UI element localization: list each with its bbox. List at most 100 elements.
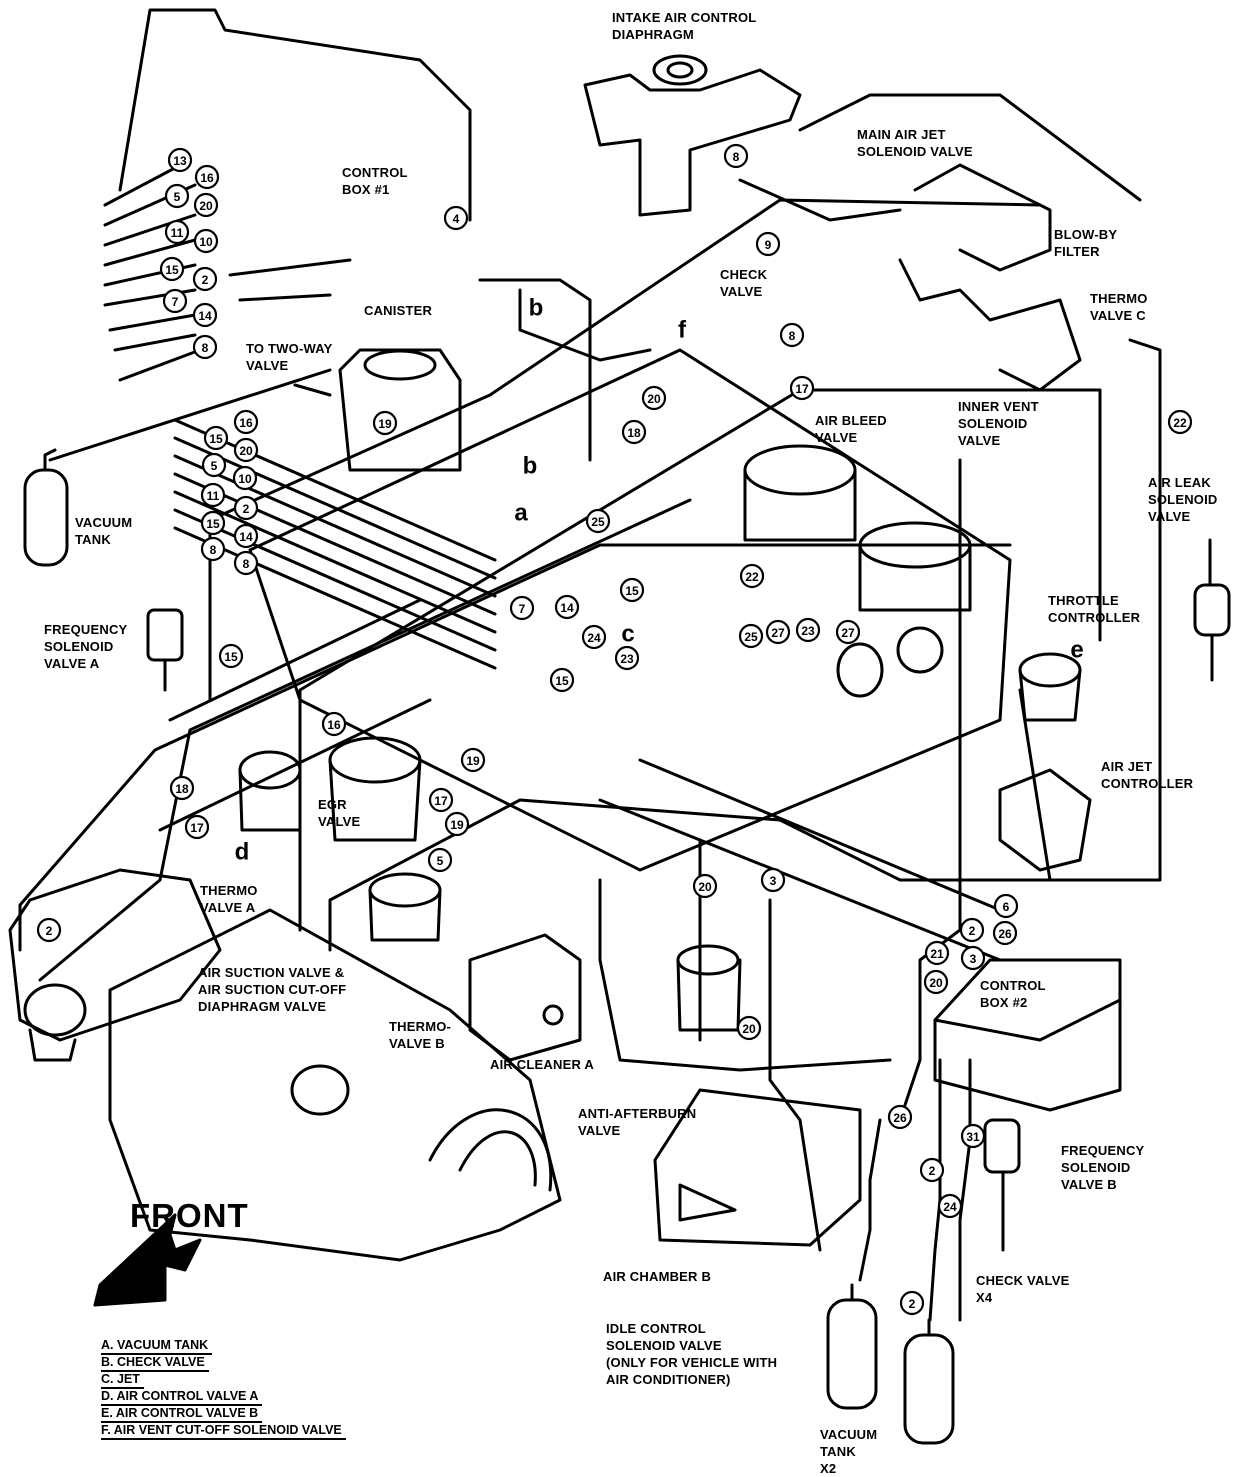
callout-number: 4	[453, 212, 460, 226]
callout-marker: 15	[549, 667, 575, 693]
callout-number: 26	[893, 1111, 907, 1125]
callout-marker: 15	[200, 510, 226, 536]
callout-marker: 8	[233, 550, 259, 576]
legend-item: F. AIR VENT CUT-OFF SOLENOID VALVE	[101, 1422, 346, 1440]
callout-number: 16	[200, 171, 214, 185]
callout-marker: 17	[789, 375, 815, 401]
vacuum-tank-label: VACUUM TANK	[75, 515, 133, 547]
callout-number: 20	[742, 1022, 756, 1036]
callout-marker: 3	[760, 867, 786, 893]
callout-marker: 8	[192, 334, 218, 360]
callout-marker: 2	[192, 266, 218, 292]
callout-marker: 18	[169, 775, 195, 801]
callout-marker: 5	[427, 847, 453, 873]
callout-marker: 11	[164, 219, 190, 245]
callout-marker: 19	[372, 410, 398, 436]
callout-marker: 20	[736, 1015, 762, 1041]
inner-vent-solenoid-valve-label: INNER VENT SOLENOID VALVE	[958, 399, 1039, 448]
callout-number: 15	[209, 432, 223, 446]
callout-number: 20	[239, 444, 253, 458]
callout-marker: 5	[201, 452, 227, 478]
check-valve-top-label: CHECK VALVE	[720, 267, 768, 299]
callout-number: 2	[909, 1297, 916, 1311]
callout-marker: 23	[614, 645, 640, 671]
callout-number: 20	[698, 880, 712, 894]
callout-marker: 5	[164, 183, 190, 209]
callout-marker: 16	[233, 409, 259, 435]
callout-marker: 8	[200, 536, 226, 562]
callout-marker: 2	[233, 495, 259, 521]
callout-number: 2	[929, 1164, 936, 1178]
callout-number: 20	[199, 199, 213, 213]
callout-marker: 9	[755, 231, 781, 257]
callout-marker: 20	[692, 873, 718, 899]
callout-number: 20	[647, 392, 661, 406]
callout-number: 11	[171, 226, 184, 240]
callout-number: 8	[210, 543, 217, 557]
callout-number: 8	[789, 329, 796, 343]
legend-item: D. AIR CONTROL VALVE A	[101, 1388, 263, 1406]
callout-number: 15	[206, 517, 220, 531]
callout-marker: 15	[218, 643, 244, 669]
callout-number: 23	[620, 652, 634, 666]
air-suction-valve-label: AIR SUCTION VALVE & AIR SUCTION CUT-OFF …	[198, 965, 347, 1014]
callout-marker: 2	[959, 917, 985, 943]
callout-number: 19	[466, 754, 480, 768]
callout-marker: 26	[887, 1104, 913, 1130]
air-cleaner-a-label: AIR CLEANER A	[490, 1057, 594, 1072]
callout-number: 17	[434, 794, 448, 808]
callout-marker: 3	[960, 945, 986, 971]
callout-marker: 23	[795, 617, 821, 643]
callout-marker: 18	[621, 419, 647, 445]
callout-marker: 14	[554, 594, 580, 620]
callout-marker: 7	[162, 288, 188, 314]
callout-number: 16	[239, 416, 253, 430]
component-letter-a: a	[514, 500, 528, 527]
callout-marker: 8	[779, 322, 805, 348]
callout-marker: 11	[200, 482, 226, 508]
callout-marker: 14	[233, 523, 259, 549]
callout-marker: 25	[738, 623, 764, 649]
blow-by-filter-label: BLOW-BY FILTER	[1054, 227, 1118, 259]
callout-marker: 20	[923, 969, 949, 995]
throttle-controller-label: THROTTLE CONTROLLER	[1048, 593, 1141, 625]
intake-air-control-diaphragm-label: INTAKE AIR CONTROL DIAPHRAGM	[612, 10, 757, 42]
callout-marker: 24	[581, 624, 607, 650]
callout-number: 5	[437, 854, 444, 868]
callout-marker: 21	[924, 940, 950, 966]
air-chamber-b-label: AIR CHAMBER B	[603, 1269, 712, 1284]
callout-marker: 19	[460, 747, 486, 773]
thermo-valve-b-label: THERMO- VALVE B	[389, 1019, 452, 1051]
air-leak-solenoid-valve-label: AIR LEAK SOLENOID VALVE	[1148, 475, 1218, 524]
vacuum-tank-x2-label: VACUUM TANK X2	[820, 1427, 878, 1476]
callout-number: 19	[378, 417, 392, 431]
callout-number: 22	[1173, 416, 1187, 430]
callout-number: 2	[969, 924, 976, 938]
callout-number: 11	[207, 489, 220, 503]
legend-item: E. AIR CONTROL VALVE B	[101, 1405, 263, 1423]
idle-control-solenoid-valve-label: IDLE CONTROL SOLENOID VALVE (ONLY FOR VE…	[606, 1321, 778, 1387]
callout-number: 27	[771, 626, 785, 640]
legend-item: C. JET	[101, 1371, 144, 1389]
component-letter-c: c	[621, 621, 634, 648]
check-valve-x4-label: CHECK VALVE X4	[976, 1273, 1070, 1305]
callout-number: 23	[801, 624, 815, 638]
callout-number: 26	[998, 927, 1012, 941]
egr-valve-label: EGR VALVE	[318, 797, 361, 829]
callout-marker: 17	[428, 787, 454, 813]
callout-number: 24	[943, 1200, 957, 1214]
callout-number: 2	[46, 924, 53, 938]
callout-number: 19	[450, 818, 464, 832]
callout-number: 5	[174, 190, 181, 204]
callout-number: 24	[587, 631, 601, 645]
callout-marker: 24	[937, 1193, 963, 1219]
callout-number: 9	[765, 238, 772, 252]
callout-number: 15	[224, 650, 238, 664]
anti-afterburn-valve-label: ANTI-AFTERBURN VALVE	[578, 1106, 697, 1138]
air-bleed-valve-label: AIR BLEED VALVE	[815, 413, 887, 445]
callout-number: 14	[560, 601, 574, 615]
callout-marker: 2	[899, 1290, 925, 1316]
callout-marker: 17	[184, 814, 210, 840]
callout-marker: 27	[835, 619, 861, 645]
